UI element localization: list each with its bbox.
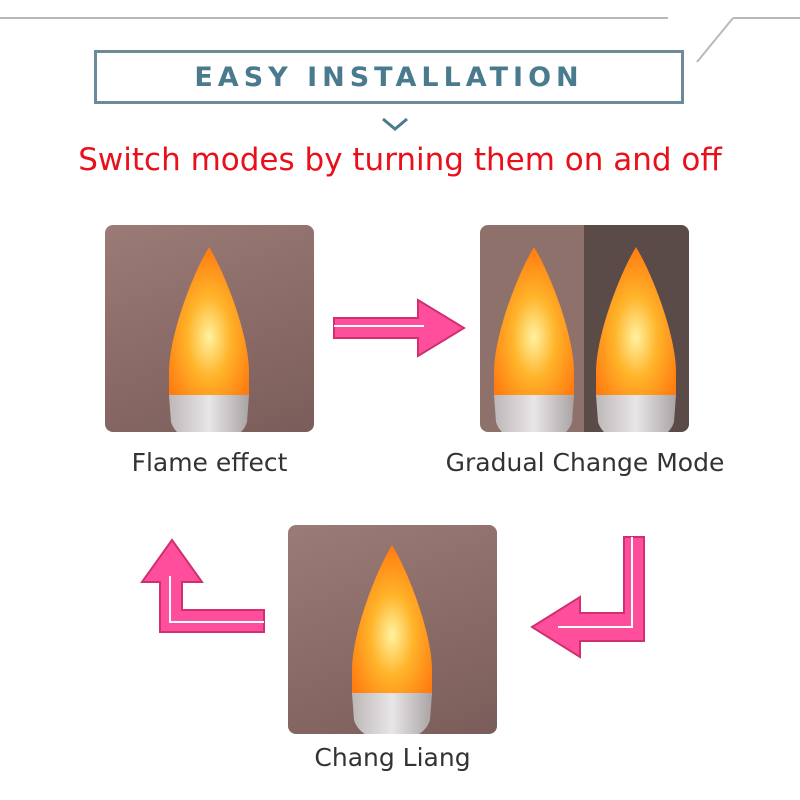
gradual-change-photo — [480, 225, 689, 432]
section-title-box: EASY INSTALLATION — [94, 50, 684, 104]
arrow-up-icon — [140, 538, 265, 633]
chang-liang-label: Chang Liang — [314, 743, 471, 772]
flame-effect-photo — [105, 225, 314, 432]
chevron-down-icon — [382, 117, 408, 131]
chang-liang-bulb-icon — [352, 545, 432, 734]
header-decoration-lines — [0, 17, 800, 63]
section-title: EASY INSTALLATION — [194, 61, 584, 93]
gradual-bulbs-icon — [494, 247, 676, 432]
gradual-change-label: Gradual Change Mode — [445, 448, 725, 477]
mode-switch-subtitle: Switch modes by turning them on and off — [78, 142, 722, 178]
arrow-right-icon — [333, 298, 466, 358]
chang-liang-photo — [288, 525, 497, 734]
arrow-down-left-icon — [530, 536, 645, 659]
flame-bulb-icon — [169, 247, 249, 432]
flame-effect-label: Flame effect — [131, 448, 288, 477]
